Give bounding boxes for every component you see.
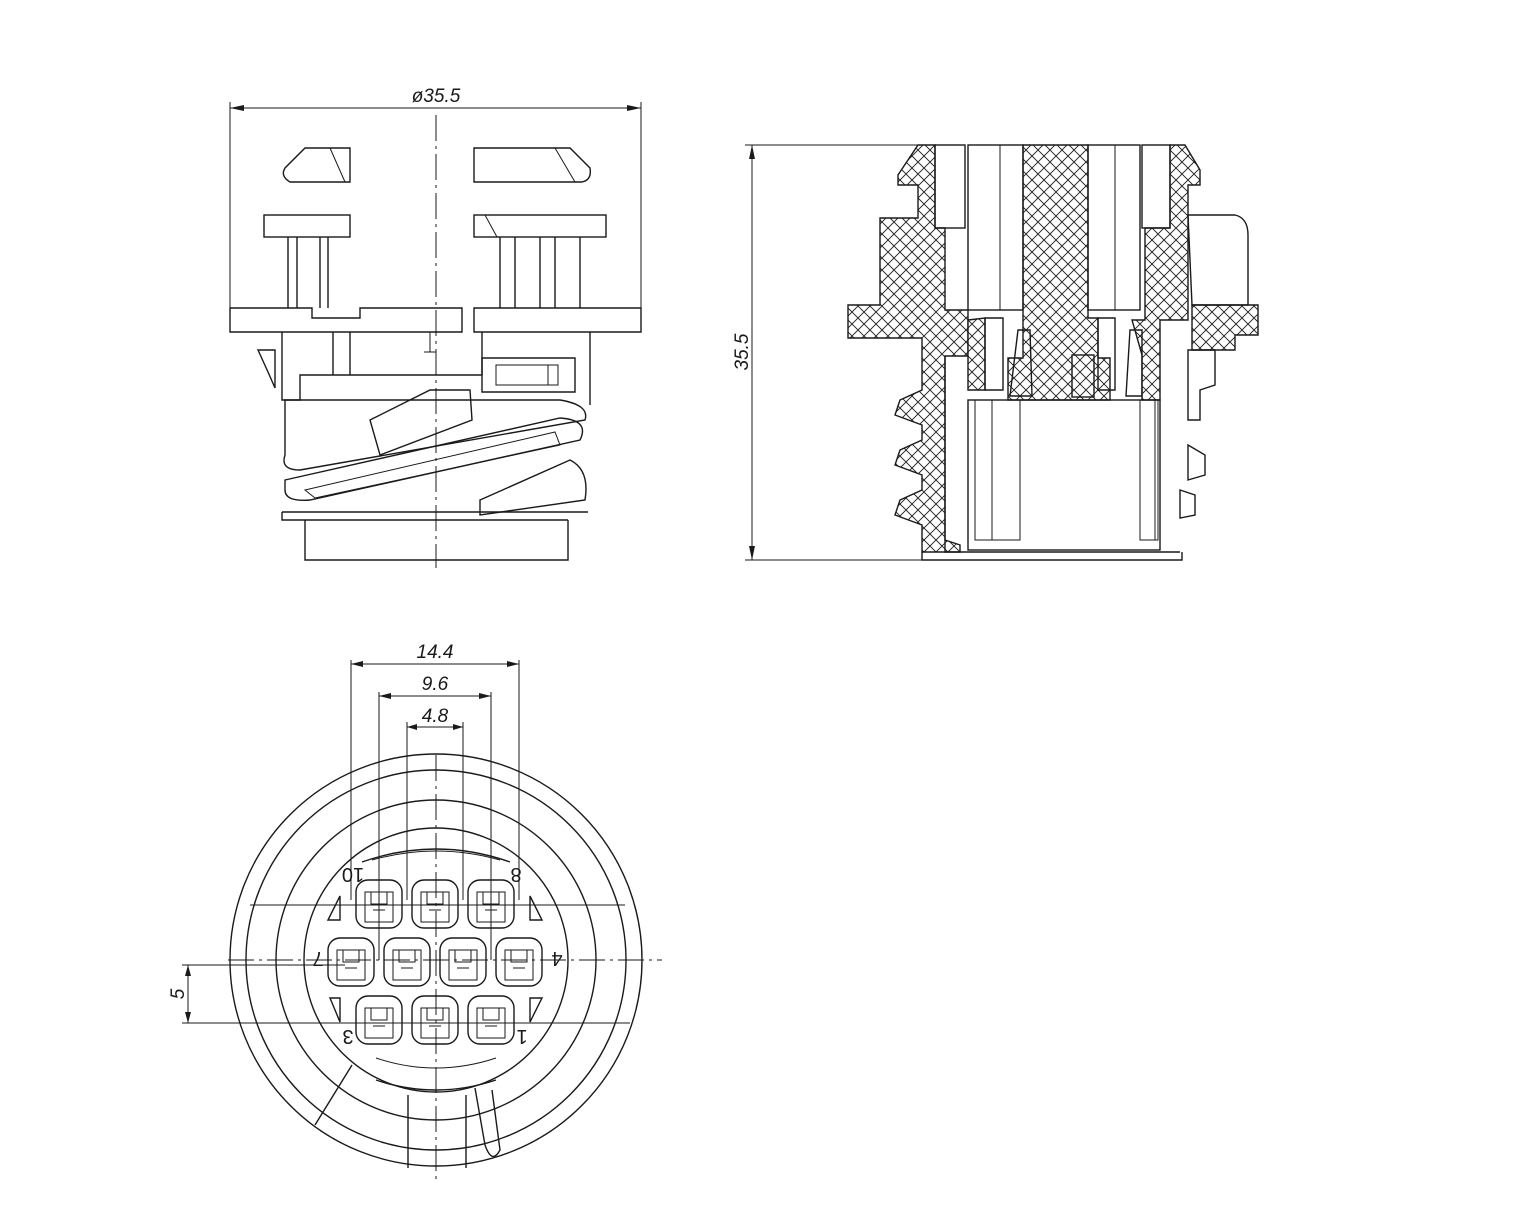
front-view: ø35.5 <box>229 86 642 568</box>
diameter-dimension: ø35.5 <box>229 86 642 310</box>
pin-label-8: 8 <box>510 863 521 885</box>
end-view: 14.4 9.6 4.8 5 <box>168 642 662 1180</box>
row-pitch-label: 5 <box>168 988 189 999</box>
height-label: 35.5 <box>732 333 753 370</box>
pitch-mid-label: 9.6 <box>422 674 449 695</box>
pitch-dimensions: 14.4 9.6 4.8 5 <box>168 642 520 1024</box>
pitch-outer-label: 14.4 <box>417 642 454 663</box>
pin-label-7: 7 <box>312 947 323 969</box>
pin-row-bottom <box>355 995 515 1045</box>
diameter-label: ø35.5 <box>412 86 461 107</box>
pin-label-1: 1 <box>516 1025 527 1047</box>
pin-row-top <box>355 879 515 929</box>
section-view: 35.5 <box>732 144 1259 561</box>
pin-labels: 10 8 7 4 3 1 <box>312 863 562 1047</box>
pin-label-4: 4 <box>551 947 562 969</box>
height-dimension: 35.5 <box>732 144 930 561</box>
pin-label-10: 10 <box>342 863 364 885</box>
pitch-inner-label: 4.8 <box>422 706 449 727</box>
pin-label-3: 3 <box>342 1025 353 1047</box>
pin-row-middle <box>327 937 543 987</box>
